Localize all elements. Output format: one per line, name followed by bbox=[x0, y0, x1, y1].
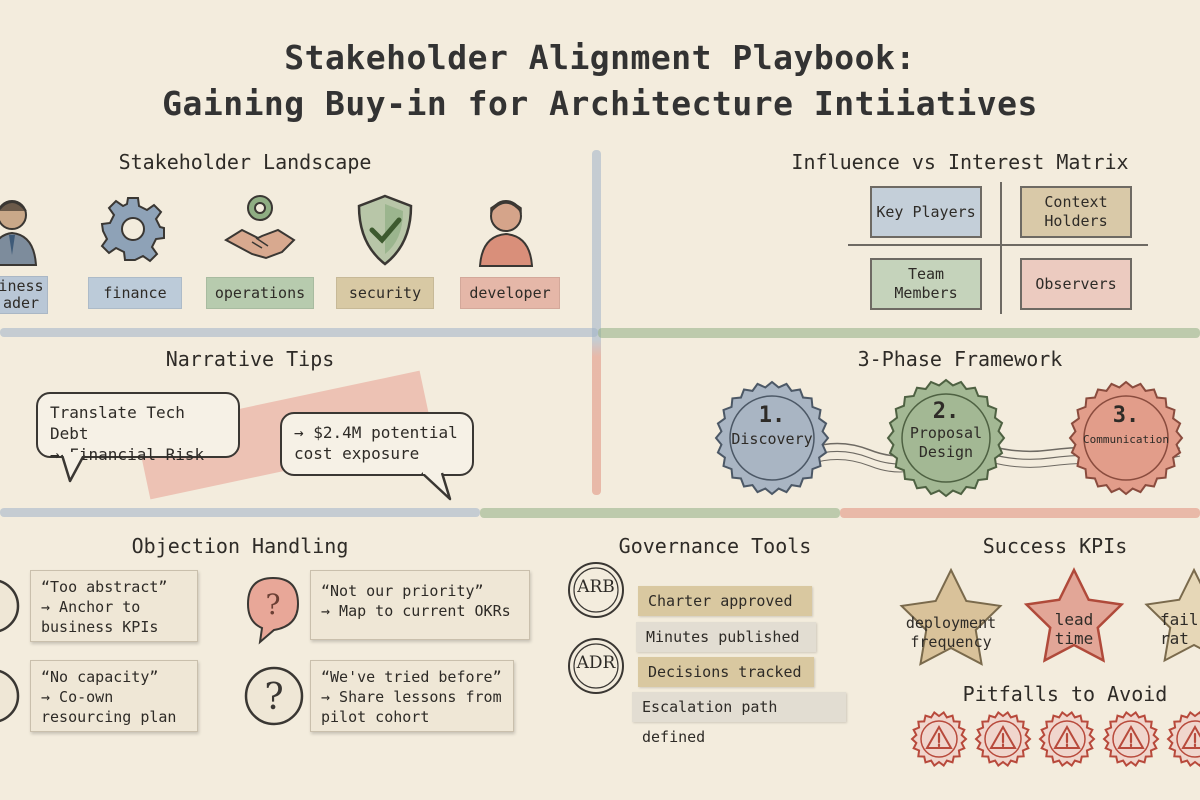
kpi-label-failure-rate: failu rat bbox=[1160, 610, 1200, 648]
page-title-line2: Gaining Buy-in for Architecture Intiiati… bbox=[162, 84, 1038, 123]
warning-seal-icon bbox=[974, 710, 1032, 768]
section-pitfalls-to-avoid: Pitfalls to Avoid bbox=[962, 682, 1168, 706]
phase-3-label: Communication bbox=[1082, 433, 1170, 446]
page-title-line1: Stakeholder Alignment Playbook: bbox=[284, 38, 916, 77]
phase-2-label: Proposal Design bbox=[909, 424, 983, 461]
kpi-label-lead-time: lead time bbox=[1054, 610, 1094, 648]
governance-item-escalation-path: Escalation path defined bbox=[632, 692, 846, 746]
question-icon bbox=[0, 579, 20, 633]
arb-stamp-icon bbox=[568, 562, 624, 618]
narrative-bubble-tech-debt: Translate Tech Debt → Financial Risk bbox=[36, 392, 240, 464]
bubble-tail-2 bbox=[421, 470, 452, 501]
objection-card-no-capacity: “No capacity” → Co-own resourcing plan bbox=[30, 660, 198, 732]
phase-3-number: 3. bbox=[1112, 403, 1140, 428]
governance-item-decisions-tracked: Decisions tracked bbox=[638, 657, 814, 687]
section-governance-tools: Governance Tools bbox=[618, 534, 812, 558]
pitfall-seal-row bbox=[900, 710, 1200, 770]
arb-stamp-label: ARB bbox=[577, 577, 615, 597]
phase-seal-communication bbox=[1068, 380, 1184, 496]
svg-text:?: ? bbox=[265, 588, 280, 621]
horizontal-divider-bottom-right bbox=[840, 508, 1200, 518]
kpi-star-deployment-frequency bbox=[899, 567, 1003, 666]
matrix-cell-context-holders: Context Holders bbox=[1020, 186, 1132, 238]
question-bubble-icon: ? bbox=[246, 576, 300, 645]
matrix-cell-observers: Observers bbox=[1020, 258, 1132, 310]
horizontal-divider-bottom-left bbox=[0, 508, 480, 517]
kpi-star-lead-time bbox=[1023, 567, 1125, 663]
objection-card-too-abstract: “Too abstract” → Anchor to business KPIs bbox=[30, 570, 198, 642]
governance-item-charter-approved: Charter approved bbox=[638, 586, 812, 616]
handshake-icon bbox=[224, 195, 296, 260]
stakeholder-label-security: security bbox=[336, 277, 434, 309]
section-success-kpis: Success KPIs bbox=[982, 534, 1128, 558]
phase-seal-discovery bbox=[714, 380, 830, 496]
kpi-label-deployment-frequency: deployment frequency bbox=[905, 614, 997, 651]
section-3-phase-framework: 3-Phase Framework bbox=[857, 347, 1063, 371]
matrix-axis-vertical bbox=[1000, 182, 1002, 314]
question-icon: ? bbox=[244, 666, 304, 726]
gear-icon bbox=[100, 197, 165, 263]
matrix-axis-horizontal bbox=[848, 244, 1148, 246]
question-icon bbox=[0, 669, 20, 723]
vertical-divider bbox=[592, 150, 601, 495]
narrative-bubble-cost-exposure: → $2.4M potential cost exposure bbox=[280, 412, 474, 476]
adr-stamp-icon bbox=[568, 638, 624, 694]
person-icon bbox=[478, 200, 534, 267]
phase-2-number: 2. bbox=[932, 399, 960, 424]
stakeholder-label-operations: operations bbox=[206, 277, 314, 309]
svg-text:?: ? bbox=[264, 677, 283, 718]
kpi-star-failure-rate bbox=[1144, 567, 1200, 663]
section-influence-matrix: Influence vs Interest Matrix bbox=[791, 150, 1129, 174]
warning-seal-icon bbox=[1166, 710, 1200, 768]
objection-card-not-our-priority: “Not our priority” → Map to current OKRs bbox=[310, 570, 530, 640]
warning-seal-icon bbox=[1102, 710, 1160, 768]
stakeholder-label-business-leader: iness ader bbox=[0, 276, 48, 314]
phase-seal-proposal-design bbox=[886, 378, 1006, 498]
shield-check-icon bbox=[357, 194, 413, 266]
phase-1-label: Discovery bbox=[731, 430, 813, 448]
adr-stamp-label: ADR bbox=[576, 653, 616, 673]
horizontal-divider-top-right bbox=[598, 328, 1200, 338]
matrix-cell-key-players: Key Players bbox=[870, 186, 982, 238]
business-leader-icon bbox=[0, 200, 38, 266]
section-narrative-tips: Narrative Tips bbox=[165, 347, 335, 371]
horizontal-divider-top-left bbox=[0, 328, 598, 337]
section-stakeholder-landscape: Stakeholder Landscape bbox=[118, 150, 372, 174]
horizontal-divider-bottom-mid bbox=[480, 508, 840, 518]
warning-seal-icon bbox=[910, 710, 968, 768]
governance-item-minutes-published: Minutes published bbox=[636, 622, 816, 652]
matrix-cell-team-members: Team Members bbox=[870, 258, 982, 310]
objection-card-tried-before: “We've tried before” → Share lessons fro… bbox=[310, 660, 514, 732]
warning-seal-icon bbox=[1038, 710, 1096, 768]
bubble-tail-1 bbox=[60, 452, 86, 483]
stakeholder-label-developer: developer bbox=[460, 277, 560, 309]
section-objection-handling: Objection Handling bbox=[131, 534, 349, 558]
phase-1-number: 1. bbox=[758, 403, 786, 428]
stakeholder-label-finance: finance bbox=[88, 277, 182, 309]
